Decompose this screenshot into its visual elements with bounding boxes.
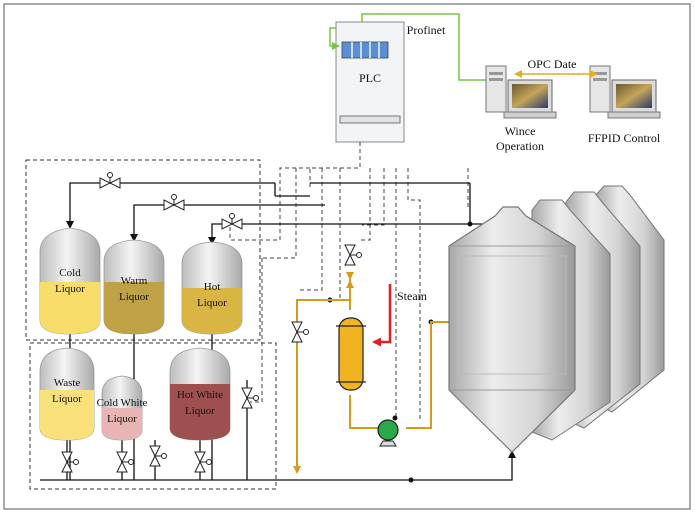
valve-waste: [61, 451, 79, 473]
profinet-return-arrow: [329, 27, 340, 50]
hot-liquor-label-1: Hot: [204, 281, 221, 293]
tank-warm-liquor: Warm Liquor: [103, 239, 165, 335]
wince-label-line2: Operation: [496, 139, 544, 153]
junction-dots: [327, 221, 473, 483]
heat-exchanger: [336, 317, 366, 391]
valve-hot-feed: [221, 213, 243, 230]
valve-hot-white: [194, 451, 212, 473]
warm-liquor-label-2: Liquor: [119, 291, 149, 303]
ffpid-computer: [589, 65, 661, 119]
hot-white-label-2: Liquor: [185, 405, 215, 417]
cold-liquor-label-1: Cold: [59, 267, 81, 279]
valves: [61, 172, 362, 473]
valve-heater-left: [291, 321, 309, 343]
warm-liquor-label-1: Warm: [121, 275, 148, 287]
cold-liquor-label-2: Liquor: [55, 283, 85, 295]
outer-frame: [3, 3, 691, 510]
plc-label: PLC: [359, 71, 381, 85]
ffpid-label: FFPID Control: [588, 131, 661, 145]
valve-cold-feed: [99, 172, 121, 189]
storage-group-box: [25, 159, 261, 341]
cold-white-label-2: Liquor: [107, 413, 137, 425]
wince-computer: [485, 65, 557, 119]
tank-hot-white-liquor: Hot White Liquor: [169, 347, 231, 441]
valve-hot-drain: [241, 387, 259, 409]
tank-waste-liquor: Waste Liquor: [39, 347, 95, 441]
circulation-pump: [377, 419, 399, 447]
signal-lines: [229, 142, 469, 420]
heater-loop-pipes: [293, 272, 450, 474]
white-liquor-group-box: [29, 342, 277, 490]
cold-white-label-1: Cold White: [97, 397, 148, 409]
waste-liquor-label-1: Waste: [54, 377, 81, 389]
steam-line: [372, 284, 392, 347]
valve-heater-top: [344, 244, 362, 266]
profinet-label: Profinet: [407, 23, 446, 37]
valve-cold-white: [116, 451, 134, 473]
hot-liquor-label-2: Liquor: [197, 297, 227, 309]
valve-warm-drain: [149, 445, 167, 467]
tank-cold-liquor: Cold Liquor: [39, 227, 101, 335]
tank-cold-white-liquor: Cold White Liquor: [97, 375, 148, 441]
digester-1: [448, 206, 576, 453]
tank-hot-liquor: Hot Liquor: [181, 241, 243, 335]
plc-cabinet: PLC: [335, 21, 405, 143]
hot-white-label-1: Hot White: [177, 389, 223, 401]
wince-label-line1: Wince: [505, 124, 536, 138]
waste-liquor-label-2: Liquor: [52, 393, 82, 405]
steam-label: Steam: [397, 289, 428, 303]
profinet-link: [361, 13, 492, 81]
opc-label: OPC Date: [528, 57, 577, 71]
valve-warm-feed: [163, 194, 185, 211]
